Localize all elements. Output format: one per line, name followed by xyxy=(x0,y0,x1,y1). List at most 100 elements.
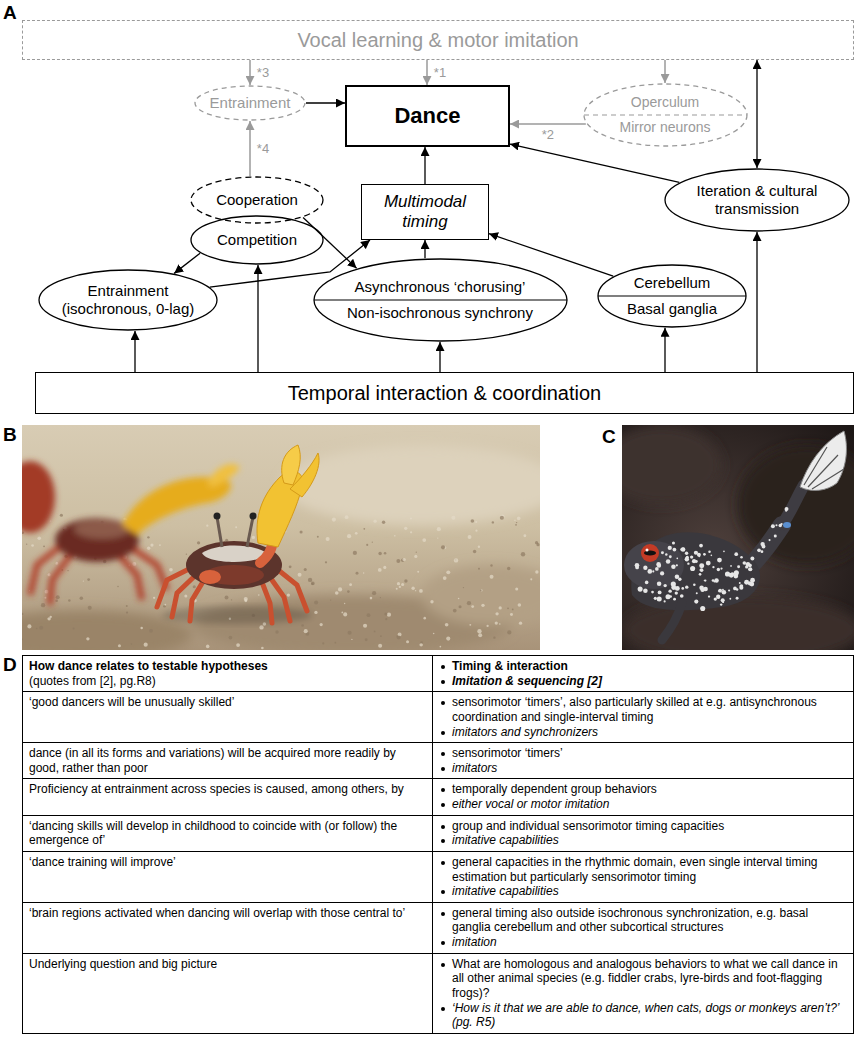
frog-spots-part xyxy=(661,551,664,554)
table-cell-text: Proficiency at entrainment across specie… xyxy=(29,782,426,797)
frog-spots-part xyxy=(657,596,662,601)
node-text: Temporal interaction & coordination xyxy=(288,381,602,405)
sand-texture-part xyxy=(378,568,382,572)
bullet-item: ‘How is it that we are able to dance, wh… xyxy=(439,1001,847,1030)
sand-texture-part xyxy=(499,623,501,625)
blurred-crab-part xyxy=(22,461,55,533)
sand-texture-part xyxy=(347,534,351,538)
node-text-stack: Vocal learning & motor imitation xyxy=(297,28,578,52)
frog-part xyxy=(742,525,782,575)
blurred-crab-part xyxy=(130,547,167,590)
sand-texture-part xyxy=(372,591,376,595)
blurred-crab-part xyxy=(207,464,240,487)
sand-texture-part xyxy=(480,589,482,591)
sand-texture-part xyxy=(68,599,70,601)
frog-spots-part xyxy=(730,565,732,567)
frog-spots-part xyxy=(745,565,748,568)
sand-texture-part xyxy=(459,605,462,608)
table-cell: general capacities in the rhythmic domai… xyxy=(433,852,853,902)
ellipse-outline xyxy=(598,265,746,327)
frog-spots-part xyxy=(657,564,661,568)
table-cell: temporally dependent group behaviorseith… xyxy=(433,779,853,814)
frog-spots-part xyxy=(714,578,719,583)
sand-texture-part xyxy=(67,570,68,571)
table-cell-text: ‘good dancers will be unusually skilled’ xyxy=(29,695,426,710)
frog-spots-part xyxy=(651,591,654,594)
frog-spots-part xyxy=(657,581,662,586)
blurred-crab-part xyxy=(50,553,72,605)
sand-texture-part xyxy=(22,638,23,640)
sand-texture-part xyxy=(153,597,155,599)
frog-photo-part xyxy=(622,425,854,650)
table-row: How dance relates to testable hypotheses… xyxy=(23,656,853,691)
frog-spots-part xyxy=(673,565,675,567)
frog-spots-part xyxy=(734,552,738,556)
table-cell-text: either vocal or motor imitation xyxy=(452,797,609,812)
frog-spots-part xyxy=(768,539,770,541)
sand-texture-part xyxy=(382,521,385,524)
frog-spots-part xyxy=(750,556,754,560)
ellipse-outline xyxy=(195,86,305,120)
sand-texture-part xyxy=(287,593,290,596)
sand-texture-part xyxy=(458,598,460,600)
table-cell: Proficiency at entrainment across specie… xyxy=(23,779,433,814)
sand-texture-part xyxy=(345,515,349,519)
blurred-crab xyxy=(22,461,240,605)
bullet-item: What are homologous and analogous behavi… xyxy=(439,957,847,1001)
sand-texture-part xyxy=(451,516,455,520)
sand-texture-part xyxy=(56,595,60,599)
sand-texture-part xyxy=(385,618,387,620)
sand-texture-part xyxy=(397,582,400,585)
sand-texture-part xyxy=(344,603,345,604)
sand-texture-part xyxy=(206,525,208,527)
frog-spots-part xyxy=(736,597,739,600)
frog-spots-part xyxy=(666,559,671,564)
sand-texture-part xyxy=(87,578,90,581)
sand-texture-part xyxy=(523,534,526,537)
sand-texture-part xyxy=(159,544,161,546)
sand-texture-part xyxy=(193,585,196,588)
frog-spots-part xyxy=(717,558,722,563)
sand-texture-part xyxy=(372,542,373,543)
sand-texture-part xyxy=(411,587,414,590)
sand-texture-part xyxy=(341,612,343,614)
bullet-item: general capacities in the rhythmic domai… xyxy=(439,855,847,884)
sand-texture-part xyxy=(22,613,23,615)
sand-texture-part xyxy=(197,541,200,544)
sand-texture-part xyxy=(493,636,495,638)
sand-texture-part xyxy=(507,607,509,609)
frog-spots-part xyxy=(676,557,678,559)
bullet-dot xyxy=(441,912,445,916)
frog-spots-part xyxy=(739,586,743,590)
sand-texture-part xyxy=(304,568,307,571)
node-text-stack: OperculumMirror neurons xyxy=(619,94,710,136)
frog-spots-part xyxy=(673,548,677,552)
sand-texture-part xyxy=(88,606,92,610)
sand-texture-part xyxy=(396,559,400,563)
frog-spots-part xyxy=(779,524,782,527)
sand-texture-part xyxy=(314,600,318,604)
sand-texture-part xyxy=(433,633,435,635)
sand-texture-part xyxy=(530,578,532,580)
frog-part xyxy=(641,544,659,562)
bullet-dot xyxy=(441,788,445,792)
arrow-connector xyxy=(249,60,251,85)
sand-texture-part xyxy=(380,635,382,637)
node-text: Iteration & cultural transmission xyxy=(682,182,832,218)
bullet-dot xyxy=(441,752,445,756)
sand-texture-part xyxy=(495,621,498,624)
sand-texture-part xyxy=(519,621,522,624)
frog-spots-part xyxy=(673,598,676,601)
fiddler-crab-part xyxy=(157,565,307,623)
sand-texture-part xyxy=(147,546,150,549)
sand-texture-part xyxy=(132,562,136,566)
sand-texture-part xyxy=(383,566,386,569)
bullet-dot xyxy=(441,839,445,843)
dashed-band: Vocal learning & motor imitation xyxy=(22,20,854,60)
fiddler-crab-part xyxy=(214,513,221,520)
arrow-connector xyxy=(257,265,258,372)
node-text-stack: Iteration & cultural transmission xyxy=(682,182,832,218)
crab-photo xyxy=(22,425,540,650)
arrow-connector xyxy=(664,60,666,83)
sand-texture-part xyxy=(410,517,412,519)
